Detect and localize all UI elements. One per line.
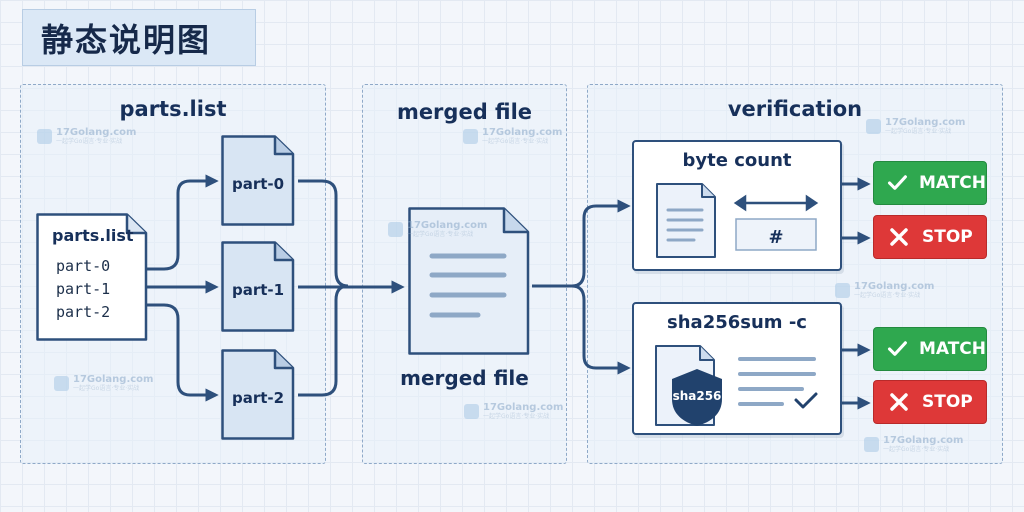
match-label: MATCH <box>918 173 986 193</box>
parts-list-line-1: part-1 <box>56 280 111 298</box>
watermark-logo-icon <box>835 283 850 298</box>
watermark-logo-icon <box>866 119 881 134</box>
parts-list-line-0: part-0 <box>56 257 111 275</box>
merged-file-panel-title: merged file <box>396 100 533 124</box>
checkmark-icon <box>794 392 818 409</box>
merged-document-icon <box>408 207 530 355</box>
shield-icon <box>672 369 722 426</box>
parts-list-line-2: part-2 <box>56 303 111 321</box>
arrow-to-part-2 <box>147 303 219 402</box>
double-arrow-icon <box>733 194 819 212</box>
page-title: 静态说明图 <box>22 9 256 66</box>
close-icon <box>890 393 908 411</box>
part-1-label: part-1 <box>231 281 285 299</box>
merged-file-label: merged file <box>400 366 529 390</box>
arrow-to-part-0 <box>147 174 219 271</box>
watermark-logo-icon <box>54 376 69 391</box>
watermark-logo-icon <box>37 129 52 144</box>
parts-list-document: parts.list part-0 part-1 part-2 <box>36 213 148 341</box>
document-icon <box>221 349 295 440</box>
watermark-logo-icon <box>388 222 403 237</box>
byte-count-stop-button[interactable]: STOP <box>873 215 987 259</box>
wire-from-part-0 <box>298 179 349 288</box>
document-icon <box>221 241 295 332</box>
byte-count-title: byte count <box>682 150 792 171</box>
sha256sum-title: sha256sum -c <box>667 312 807 333</box>
arrow-to-sha256 <box>571 284 631 375</box>
stop-label: STOP <box>922 392 973 412</box>
document-icon <box>36 213 148 341</box>
check-icon <box>887 175 907 190</box>
close-icon <box>890 228 908 246</box>
match-label: MATCH <box>918 339 986 359</box>
byte-count-illustration <box>656 183 819 258</box>
parts-list-doc-title: parts.list <box>52 226 134 245</box>
watermark-logo-icon <box>464 404 479 419</box>
parts-list-panel-title: parts.list <box>119 97 227 121</box>
merged-file-document <box>408 207 530 355</box>
watermark-logo-icon <box>864 437 879 452</box>
part-0-label: part-0 <box>231 175 285 193</box>
verification-panel-title: verification <box>727 97 863 121</box>
byte-count-card: byte count # <box>632 140 842 271</box>
sha256-match-button[interactable]: MATCH <box>873 327 987 371</box>
part-2-label: part-2 <box>231 389 285 407</box>
document-icon <box>221 135 295 226</box>
check-icon <box>887 341 907 356</box>
watermark-logo-icon <box>463 129 478 144</box>
sha256-illustration <box>655 345 818 426</box>
part-1-document: part-1 <box>221 241 295 332</box>
part-0-document: part-0 <box>221 135 295 226</box>
arrow-to-byte-count <box>532 199 631 288</box>
part-2-document: part-2 <box>221 349 295 440</box>
sha256-stop-button[interactable]: STOP <box>873 380 987 424</box>
hash-symbol: # <box>768 227 784 248</box>
stop-label: STOP <box>922 227 973 247</box>
sha256sum-card: sha256sum -c sha256 <box>632 302 842 435</box>
byte-count-match-button[interactable]: MATCH <box>873 161 987 205</box>
wire-from-part-2 <box>298 284 349 397</box>
shield-label: sha256 <box>672 389 722 403</box>
